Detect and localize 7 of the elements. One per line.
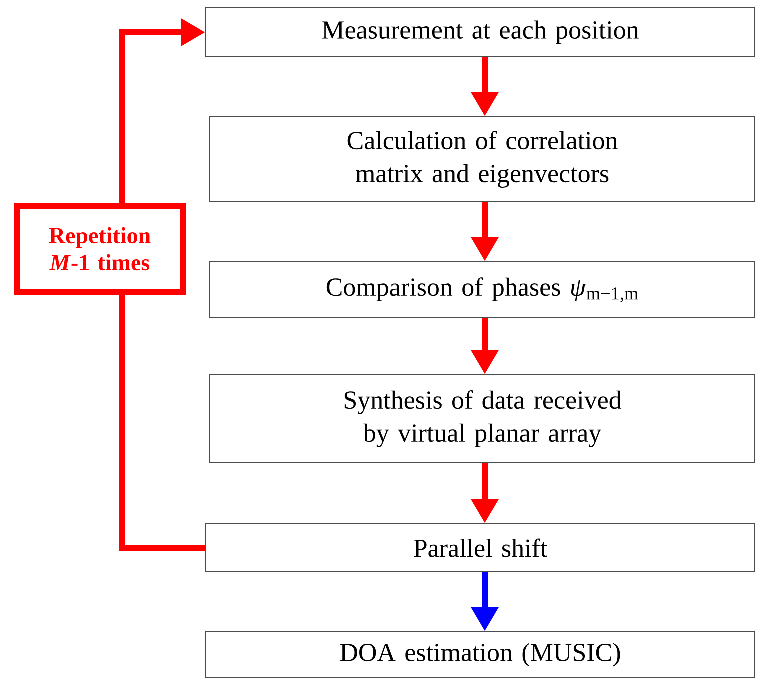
process-box: Parallel shift bbox=[206, 524, 756, 572]
process-box: Measurement at each position bbox=[206, 8, 756, 58]
process-box: Comparison of phases ψ$_{m−1,m}$ bbox=[210, 262, 756, 318]
process-box: Synthesis of data received by virtual planar array bbox=[210, 374, 756, 464]
process-box: Calculation of correlation matrix and eigenvectors bbox=[210, 116, 756, 202]
process-box: DOA estimation (MUSIC) bbox=[206, 632, 756, 678]
repetition-box: Repetition M-1 times bbox=[14, 203, 186, 295]
